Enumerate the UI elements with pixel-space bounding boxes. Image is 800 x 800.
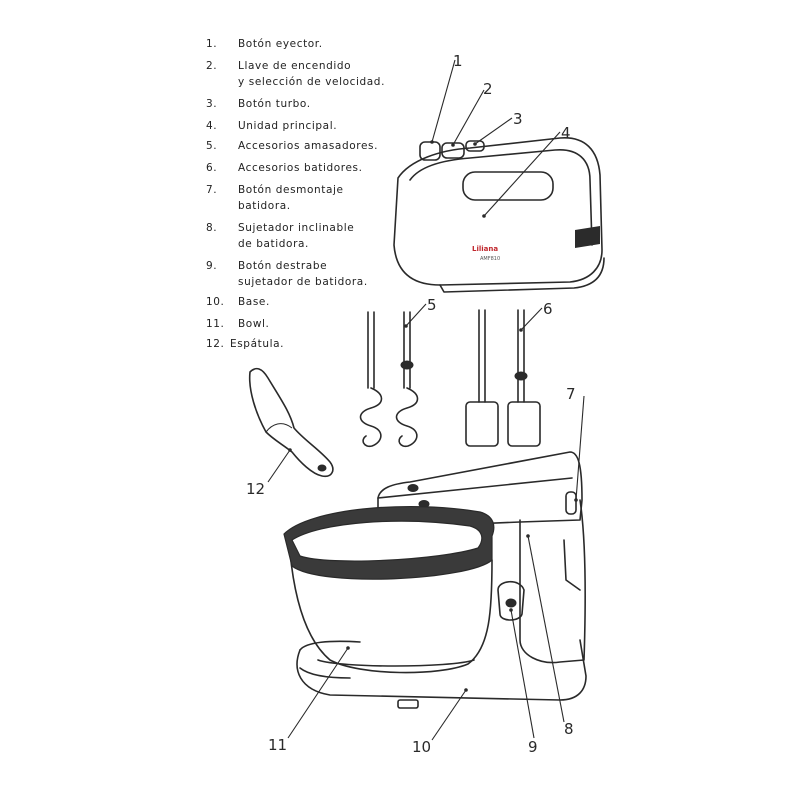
callouts: 1 2 3 4 5 6 7 8 9 <box>246 52 585 756</box>
legend-text: Espátula. <box>230 338 285 350</box>
brand-model: AMF810 <box>480 256 500 262</box>
legend-text: Unidad principal. <box>238 120 338 132</box>
dough-hooks <box>359 311 419 448</box>
legend-text: Botón eyector. <box>238 38 323 50</box>
brand-logo: Liliana <box>472 245 498 253</box>
legend-number: 12. <box>206 338 225 350</box>
hand-mixer: Liliana AMF810 <box>393 137 605 293</box>
legend-number: 2. <box>206 60 218 72</box>
legend-text: Base. <box>238 296 270 308</box>
legend-number: 1. <box>206 38 218 50</box>
callout-6: 6 <box>543 300 553 318</box>
legend-text: Botón turbo. <box>238 98 311 110</box>
legend-number: 7. <box>206 184 218 196</box>
callout-1: 1 <box>453 52 463 70</box>
callout-3: 3 <box>513 110 523 128</box>
legend-number: 9. <box>206 260 218 272</box>
legend-text: Bowl. <box>238 318 270 330</box>
callout-2: 2 <box>483 80 493 98</box>
stand-mixer <box>283 451 587 709</box>
beaters <box>465 309 541 447</box>
legend-number: 6. <box>206 162 218 174</box>
legend-number: 10. <box>206 296 225 308</box>
callout-12: 12 <box>246 480 265 498</box>
legend-number: 5. <box>206 140 218 152</box>
callout-4: 4 <box>561 124 571 142</box>
callout-11: 11 <box>268 736 287 754</box>
spatula <box>248 367 334 478</box>
legend-number: 8. <box>206 222 218 234</box>
callout-8: 8 <box>564 720 574 738</box>
callout-5: 5 <box>427 296 437 314</box>
legend-text: Accesorios batidores. <box>238 162 363 174</box>
callout-7: 7 <box>566 385 576 403</box>
legend-number: 3. <box>206 98 218 110</box>
legend-text: Accesorios amasadores. <box>238 140 379 152</box>
legend-number: 4. <box>206 120 218 132</box>
callout-9: 9 <box>528 738 538 756</box>
legend-number: 11. <box>206 318 225 330</box>
callout-10: 10 <box>412 738 431 756</box>
